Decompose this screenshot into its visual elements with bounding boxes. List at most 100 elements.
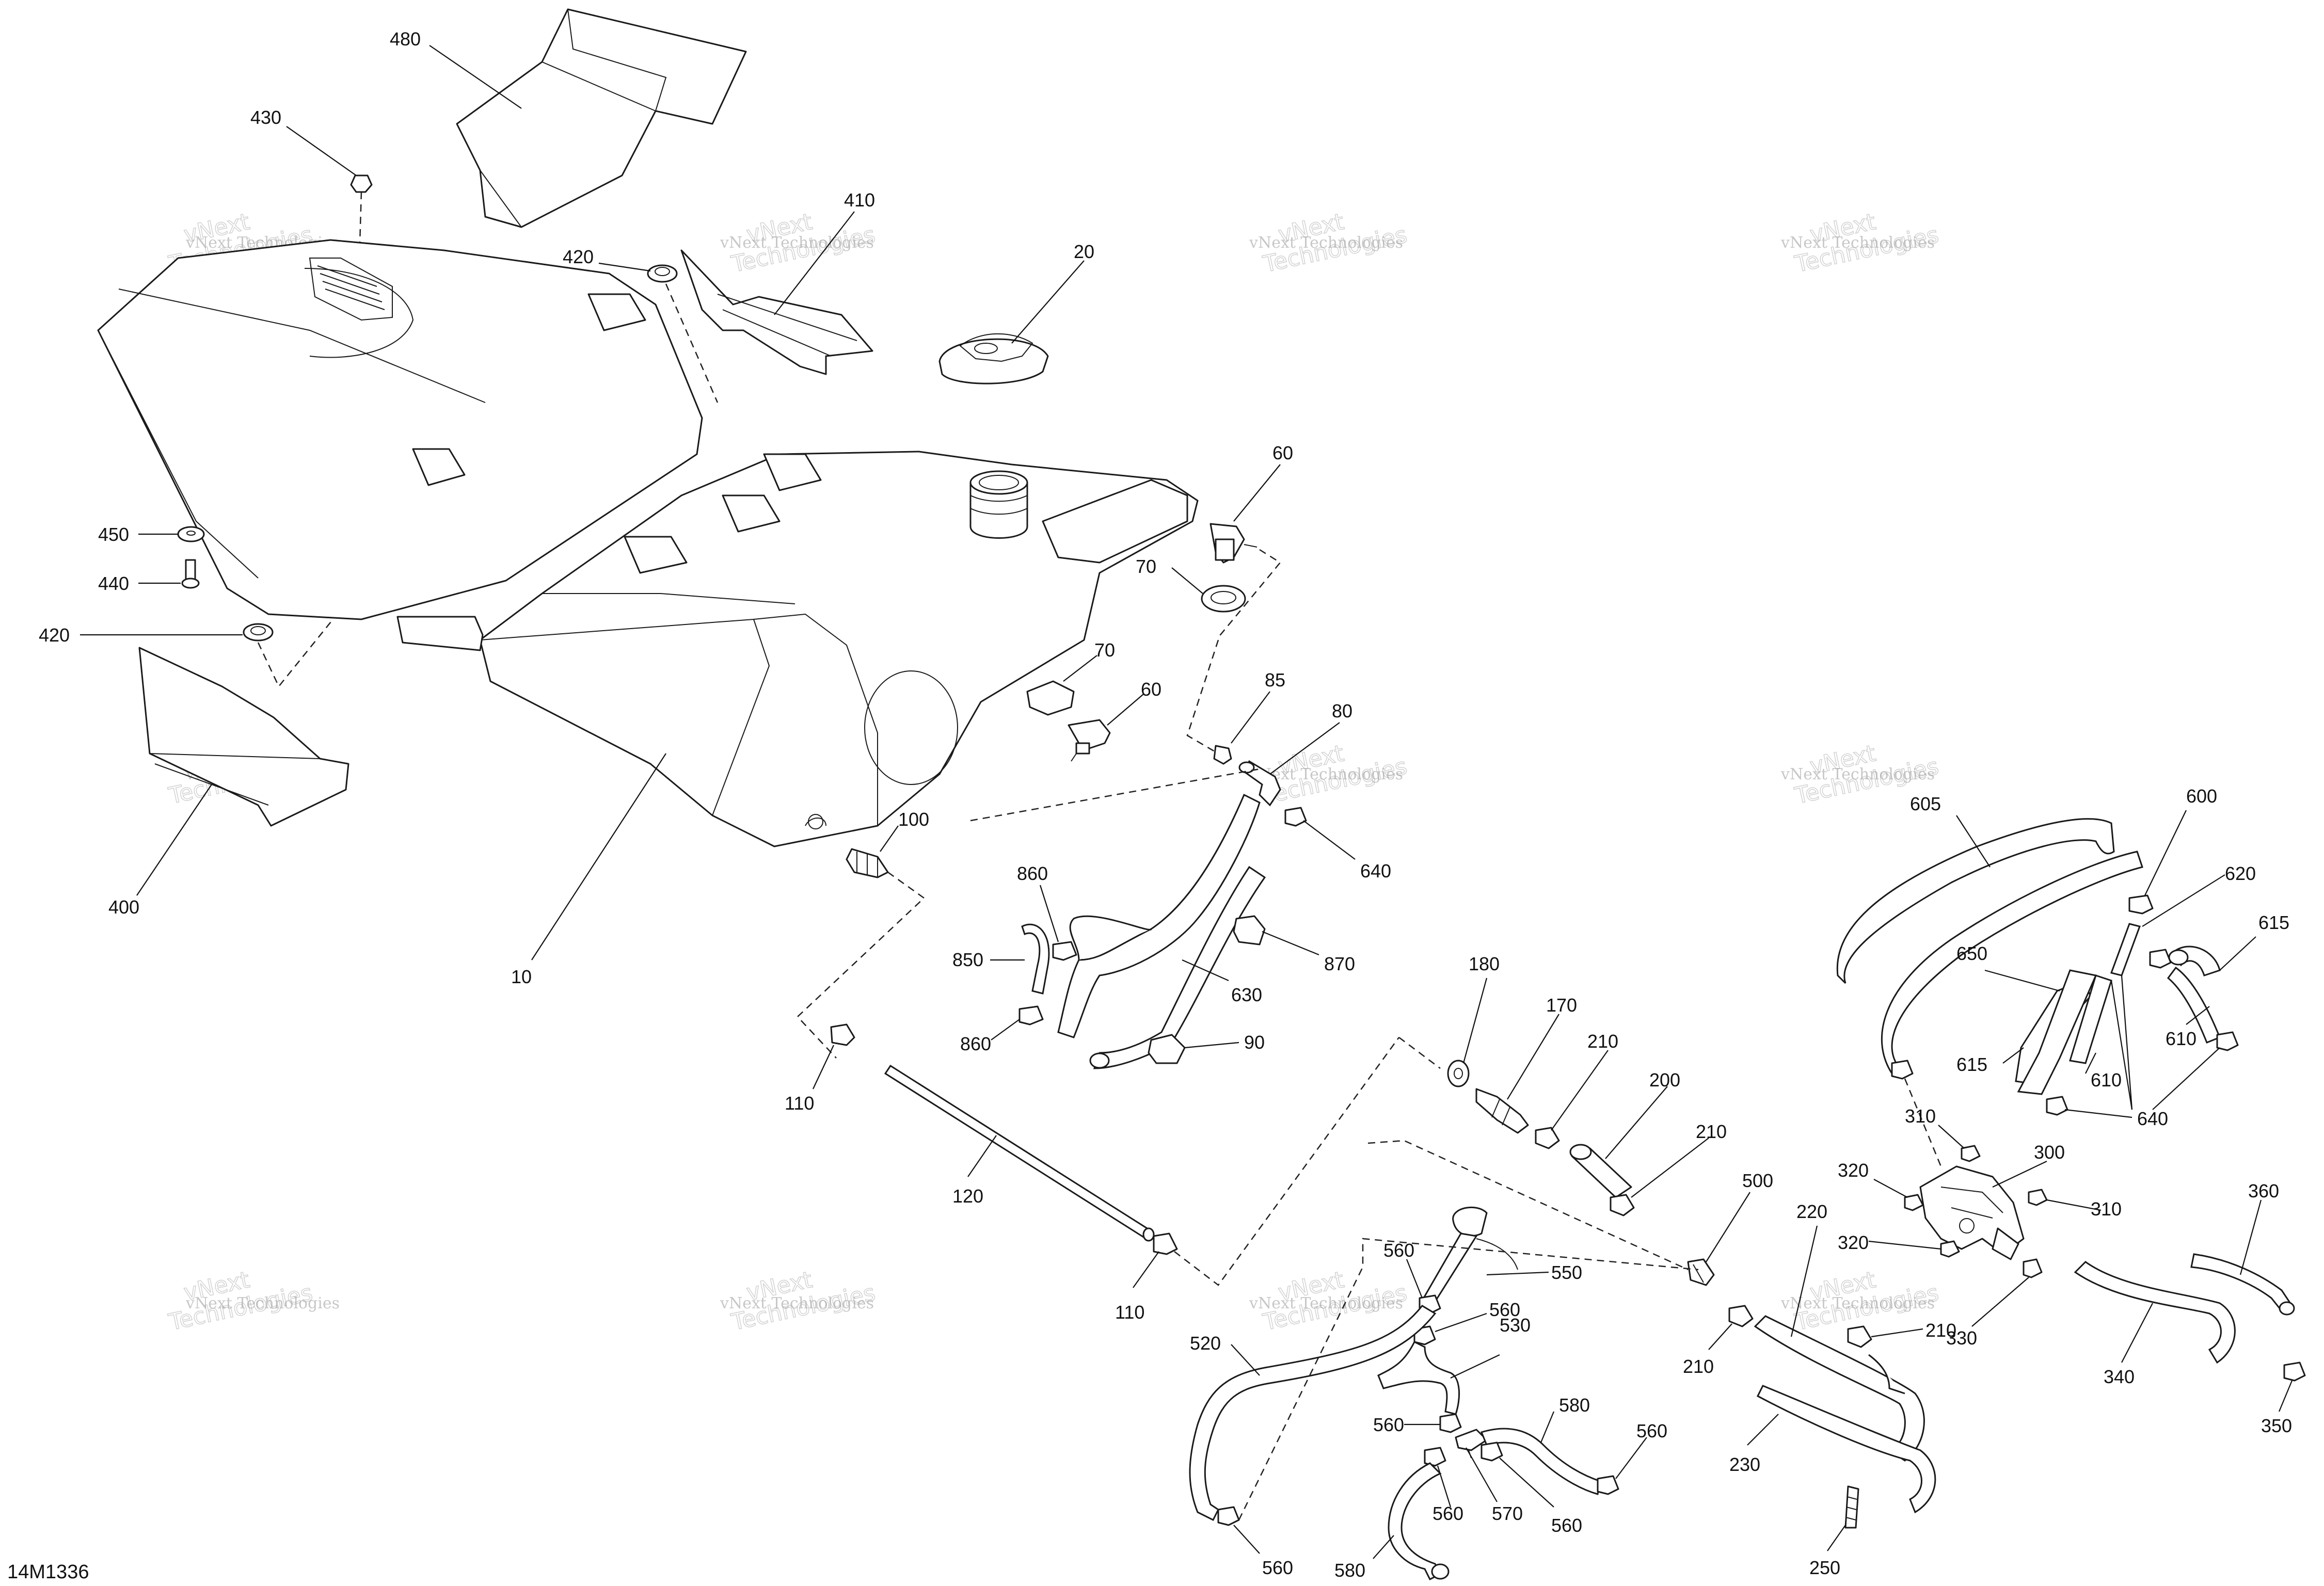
callout-860-a: 860 xyxy=(1017,863,1048,884)
part-860-clamp-a xyxy=(1052,941,1077,961)
callout-560-b: 560 xyxy=(1489,1299,1520,1320)
part-60-valve-top xyxy=(1209,523,1257,564)
watermark-text: vNext Technologies xyxy=(185,1294,340,1312)
part-210-clamp-a xyxy=(1535,1127,1560,1149)
callout-90: 90 xyxy=(1244,1032,1265,1053)
part-210-clamp-c xyxy=(1728,1305,1754,1327)
callout-60-top: 60 xyxy=(1272,442,1293,463)
part-10-fuel-tank xyxy=(97,239,1199,847)
callout-420-lower: 420 xyxy=(39,624,70,646)
callout-85: 85 xyxy=(1265,669,1285,691)
part-90-clamp xyxy=(1148,1034,1186,1064)
part-550-vent-valve xyxy=(1421,1206,1518,1307)
part-870-clip xyxy=(1233,915,1266,946)
callout-630: 630 xyxy=(1231,984,1262,1005)
callout-430: 430 xyxy=(250,107,281,128)
watermark-text: vNext Technologies xyxy=(720,234,874,252)
part-605-hose xyxy=(1836,818,2143,1075)
callout-560-c: 560 xyxy=(1262,1557,1293,1578)
part-330-clamp xyxy=(2023,1258,2043,1278)
part-220-fuel-hose xyxy=(1754,1315,1925,1462)
part-850-hose xyxy=(1021,923,1050,995)
callout-570: 570 xyxy=(1492,1503,1523,1524)
part-110-clamp-top xyxy=(830,1023,855,1046)
callout-580-upper: 580 xyxy=(1559,1395,1590,1416)
part-60-valve-lower xyxy=(1068,719,1111,762)
watermark-text: vNext Technologies xyxy=(1249,234,1403,252)
callout-560-g: 560 xyxy=(1551,1515,1582,1536)
part-610-hose-right xyxy=(2167,966,2221,1044)
part-440-bolt xyxy=(181,559,200,589)
callout-210-c: 210 xyxy=(1683,1356,1714,1377)
callout-220: 220 xyxy=(1796,1201,1827,1222)
callout-70-top: 70 xyxy=(1136,556,1156,577)
callout-400: 400 xyxy=(108,896,139,918)
callout-70-lower: 70 xyxy=(1094,639,1115,661)
part-200-filter xyxy=(1569,1144,1632,1198)
part-170-fitting xyxy=(1475,1088,1529,1134)
part-600-clamp xyxy=(2128,894,2154,915)
part-360-hose xyxy=(2190,1253,2295,1316)
callout-480: 480 xyxy=(390,28,421,50)
callout-610-left: 610 xyxy=(2091,1069,2122,1091)
callout-110-bottom: 110 xyxy=(1115,1302,1144,1323)
part-860-clamp-b xyxy=(1018,1005,1044,1026)
part-120-tube xyxy=(884,1064,1155,1242)
part-210-clamp-b xyxy=(1610,1194,1635,1216)
part-20-fuel-cap xyxy=(938,333,1049,385)
callout-210-d: 210 xyxy=(1925,1320,1956,1341)
part-420-grommet-lower xyxy=(243,623,274,642)
part-300-fuel-pump xyxy=(1919,1165,2025,1260)
callout-450: 450 xyxy=(98,524,129,545)
callout-330: 330 xyxy=(1946,1327,1977,1349)
part-530-hose xyxy=(1377,1340,1460,1415)
part-500-connector xyxy=(1687,1258,1715,1286)
part-85-clamp xyxy=(1213,745,1232,765)
callout-250: 250 xyxy=(1809,1557,1840,1578)
callout-440: 440 xyxy=(98,573,129,594)
part-430-nut xyxy=(350,174,373,193)
part-210-clamp-d xyxy=(1847,1325,1872,1348)
callout-860-b: 860 xyxy=(960,1033,991,1054)
callout-500: 500 xyxy=(1742,1170,1773,1191)
callout-20: 20 xyxy=(1074,241,1094,262)
callout-530: 530 xyxy=(1500,1315,1531,1336)
part-340-hose xyxy=(2074,1261,2236,1364)
callout-560-a: 560 xyxy=(1383,1240,1414,1261)
part-250-bolt xyxy=(1844,1485,1859,1529)
part-560-clamp-d xyxy=(1439,1413,1462,1433)
callout-320-top: 320 xyxy=(1838,1160,1869,1181)
callout-110-top: 110 xyxy=(785,1093,814,1114)
part-580-hose-upper xyxy=(1480,1428,1601,1495)
callout-615-right: 615 xyxy=(2258,912,2289,933)
callout-550: 550 xyxy=(1551,1262,1582,1283)
diagram-reference-code: 14M1336 xyxy=(7,1561,89,1583)
part-420-grommet-top xyxy=(647,264,678,283)
callout-100: 100 xyxy=(898,809,929,830)
callout-640-c: 640 xyxy=(2137,1108,2168,1129)
part-640-clamp-c xyxy=(1891,1031,2239,1116)
callout-340: 340 xyxy=(2104,1366,2135,1387)
part-80-vent-tube xyxy=(1238,760,1281,807)
callout-620: 620 xyxy=(2225,863,2256,884)
watermark-text: vNext Technologies xyxy=(1780,765,1935,783)
part-640-clamp-b xyxy=(2149,949,2172,969)
callout-300: 300 xyxy=(2034,1142,2065,1163)
callout-615-left: 615 xyxy=(1956,1054,1987,1075)
callout-60-lower: 60 xyxy=(1141,679,1161,700)
part-640-clamp-a xyxy=(1284,807,1307,827)
part-560-clamp-e xyxy=(1597,1475,1619,1495)
part-560-clamp-c xyxy=(1217,1506,1240,1526)
watermark-text: vNext Technologies xyxy=(720,1294,874,1312)
part-630-vent-hose xyxy=(1057,793,1266,1069)
callout-420-top: 420 xyxy=(563,246,594,267)
callout-360: 360 xyxy=(2248,1180,2279,1201)
callout-80: 80 xyxy=(1332,700,1352,722)
watermark-text: vNext Technologies xyxy=(1780,234,1935,252)
part-620-hose xyxy=(2110,923,2141,976)
part-580-hose-lower xyxy=(1388,1462,1450,1581)
callout-605: 605 xyxy=(1910,793,1941,814)
part-180-washer xyxy=(1447,1060,1470,1087)
callout-320-bottom: 320 xyxy=(1838,1232,1869,1253)
